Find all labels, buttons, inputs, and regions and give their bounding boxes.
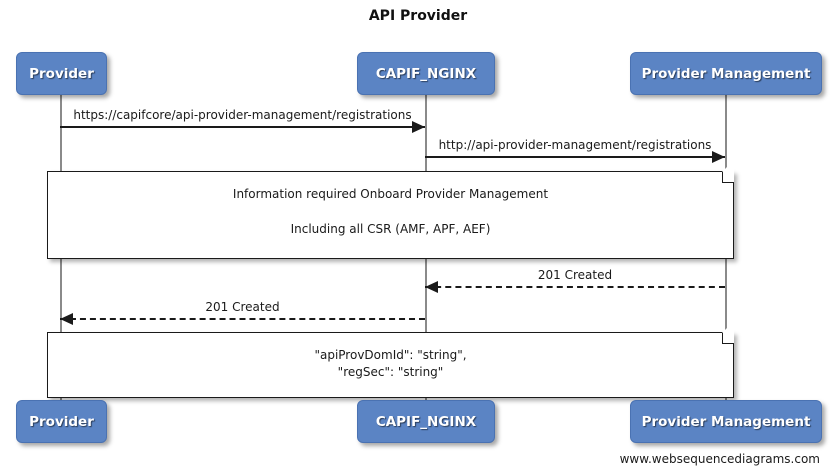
participant-capif-nginx-bottom[interactable]: CAPIF_NGINX: [357, 400, 495, 443]
participant-label: Provider: [29, 65, 94, 82]
note-response-payload: "apiProvDomId": "string", "regSec": "str…: [47, 321, 734, 398]
message-label: 201 Created: [537, 268, 613, 282]
note-fold-corner-icon: [722, 321, 734, 344]
arrowhead-right-icon: [712, 151, 725, 163]
page-title: API Provider: [368, 8, 468, 24]
participant-provider-management-top[interactable]: Provider Management: [630, 52, 822, 95]
message-line: [425, 286, 725, 288]
arrowhead-right-icon: [412, 121, 425, 133]
note-line: "apiProvDomId": "string",: [314, 348, 467, 362]
note-body: "apiProvDomId": "string", "regSec": "str…: [48, 347, 733, 381]
participant-capif-nginx-top[interactable]: CAPIF_NGINX: [357, 52, 495, 95]
note-information-required: Information required Onboard Provider Ma…: [47, 160, 734, 259]
participant-provider-management-bottom[interactable]: Provider Management: [630, 400, 822, 443]
message-line: [425, 156, 725, 158]
participant-label: Provider Management: [641, 413, 811, 430]
message-label: 201 Created: [205, 300, 280, 314]
note-line: "regSec": "string": [337, 365, 444, 379]
participant-label: CAPIF_NGINX: [375, 65, 477, 82]
arrowhead-left-icon: [425, 281, 438, 293]
note-line: Including all CSR (AMF, APF, AEF): [290, 222, 491, 236]
note-body: Information required Onboard Provider Ma…: [48, 186, 733, 238]
watermark: www.websequencediagrams.com: [619, 452, 820, 466]
participant-label: Provider: [29, 413, 94, 430]
arrowhead-left-icon: [60, 313, 73, 325]
message-label: http://api-provider-management/registrat…: [438, 138, 712, 152]
message-label: https://capifcore/api-provider-managemen…: [73, 108, 412, 122]
participant-provider-top[interactable]: Provider: [16, 52, 107, 95]
participant-label: CAPIF_NGINX: [375, 413, 477, 430]
message-line: [60, 318, 425, 320]
participant-provider-bottom[interactable]: Provider: [16, 400, 107, 443]
participant-label: Provider Management: [641, 65, 811, 82]
message-line: [60, 126, 425, 128]
note-line: Information required Onboard Provider Ma…: [232, 187, 549, 201]
note-fold-corner-icon: [722, 160, 734, 183]
